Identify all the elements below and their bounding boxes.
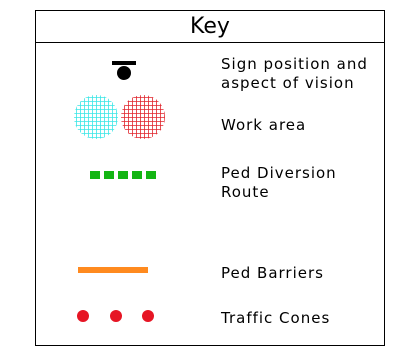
label-ped-barriers: Ped Barriers — [221, 264, 324, 282]
label-ped-diversion-line2: Route — [221, 183, 270, 201]
label-traffic-cones: Traffic Cones — [221, 309, 331, 327]
dashed-green-line-icon — [90, 171, 156, 179]
label-work-area: Work area — [221, 116, 307, 134]
key-title: Key — [36, 11, 384, 43]
sign-icon — [112, 61, 136, 80]
key-title-text: Key — [190, 14, 230, 39]
label-ped-diversion-line1: Ped Diversion — [221, 164, 337, 182]
key-legend: Key Sign position and aspect of vision W… — [35, 10, 385, 346]
label-sign-line2: aspect of vision — [221, 74, 355, 92]
orange-bar-icon — [78, 267, 148, 273]
traffic-cones-icon — [77, 310, 154, 322]
label-sign-line1: Sign position and — [221, 55, 368, 73]
work-area-icon — [74, 95, 165, 139]
